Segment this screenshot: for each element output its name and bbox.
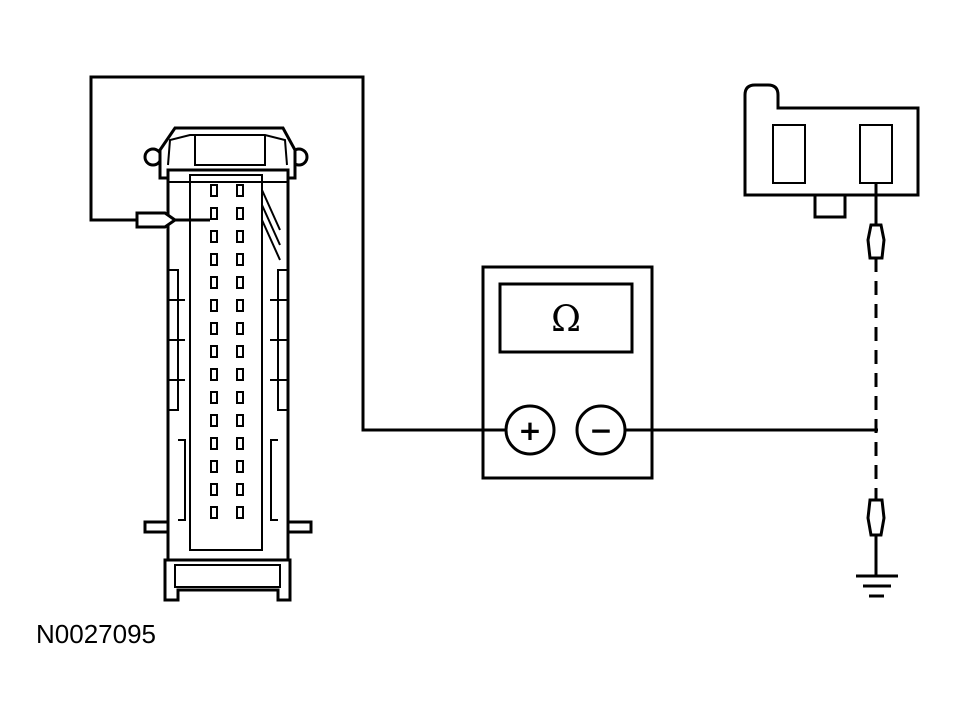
negative-terminal-label: −: [589, 414, 612, 447]
connector-pin: [210, 483, 218, 496]
connector-pin: [236, 184, 244, 197]
connector-pin: [236, 299, 244, 312]
connector-pin: [210, 391, 218, 404]
test-leads: [89, 75, 878, 432]
ground-probe-upper: [866, 223, 886, 260]
connector-pin: [236, 230, 244, 243]
connector-pin: [210, 253, 218, 266]
connector-pin: [210, 345, 218, 358]
positive-terminal-label: +: [518, 414, 541, 447]
connector-pin: [236, 460, 244, 473]
connector-pin: [236, 345, 244, 358]
connector-pin: [236, 391, 244, 404]
connector-pin: [210, 322, 218, 335]
connector-pin: [210, 299, 218, 312]
ground-symbol: [856, 574, 898, 598]
connector-pin: [236, 207, 244, 220]
connector-pin: [210, 506, 218, 519]
connector-pin-grid: [210, 184, 244, 519]
connector-pin: [236, 322, 244, 335]
ground-probe-lower: [866, 498, 886, 537]
connector-pin: [210, 368, 218, 381]
connector-pin: [210, 207, 218, 220]
connector-pin: [236, 368, 244, 381]
harness-connector: [143, 126, 313, 602]
component-connector: [743, 83, 920, 225]
connector-pin: [210, 437, 218, 450]
connector-pin: [236, 414, 244, 427]
connector-pin: [236, 276, 244, 289]
probe-tip: [135, 211, 178, 229]
connector-pin: [210, 230, 218, 243]
connector-pin: [236, 253, 244, 266]
connector-pin: [236, 437, 244, 450]
ground-circuit: [856, 223, 898, 598]
connector-pin: [210, 184, 218, 197]
connector-pin: [210, 460, 218, 473]
ohm-symbol: Ω: [551, 299, 581, 340]
figure-id: N0027095: [36, 619, 156, 649]
multimeter: Ω + −: [481, 265, 654, 480]
connector-pin: [210, 276, 218, 289]
connector-pin: [236, 506, 244, 519]
connector-pin: [236, 483, 244, 496]
connector-pin: [210, 414, 218, 427]
